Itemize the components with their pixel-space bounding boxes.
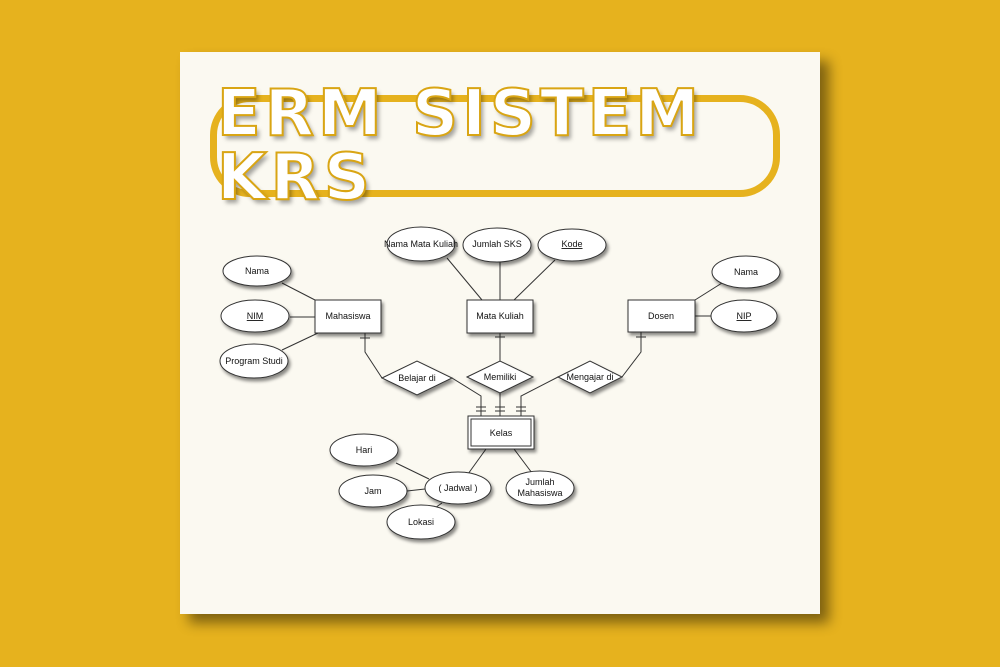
line-jadwal-jam bbox=[406, 488, 426, 492]
entity-kelas-label: Kelas bbox=[490, 428, 513, 438]
attribute-mk-kode-label: Kode bbox=[561, 239, 582, 249]
entity-dosen-label: Dosen bbox=[648, 311, 674, 321]
line-kelas-jumlah bbox=[513, 448, 533, 474]
entity-mahasiswa-label: Mahasiswa bbox=[325, 311, 370, 321]
line-jadwal-hari bbox=[395, 462, 430, 480]
line-belajar-kelas bbox=[451, 377, 482, 416]
relationship-mengajar-di-label: Mengajar di bbox=[566, 372, 613, 382]
attribute-mk-kode: Kode bbox=[537, 228, 607, 262]
entity-mata-kuliah-label: Mata Kuliah bbox=[476, 311, 524, 321]
attributes: Nama NIM Program Studi Nama Mata Kuliah … bbox=[219, 226, 781, 540]
attribute-kelas-jumlah-label-1: Jumlah bbox=[525, 477, 554, 487]
attribute-mhs-program-studi: Program Studi bbox=[219, 343, 289, 379]
attribute-jadwal-jam-label: Jam bbox=[364, 486, 381, 496]
attribute-mhs-nim-label: NIM bbox=[247, 311, 264, 321]
attribute-dosen-nip-label: NIP bbox=[736, 311, 751, 321]
line-kelas-jadwal bbox=[467, 448, 487, 475]
line-mhs-belajar bbox=[364, 333, 383, 379]
line-mk-nama bbox=[446, 257, 483, 301]
attribute-kelas-jumlah-label-2: Mahasiswa bbox=[517, 488, 562, 498]
attribute-mk-jumlah-sks-label: Jumlah SKS bbox=[472, 239, 522, 249]
attribute-jadwal-hari: Hari bbox=[329, 433, 399, 467]
attribute-mhs-nim: NIM bbox=[220, 299, 290, 333]
title-frame: ERM SISTEM KRS bbox=[210, 81, 780, 211]
page-title: ERM SISTEM KRS bbox=[216, 77, 704, 215]
attribute-jadwal-lokasi-label: Lokasi bbox=[408, 517, 434, 527]
attribute-mhs-program-studi-label: Program Studi bbox=[225, 356, 283, 366]
attribute-dosen-nama: Nama bbox=[711, 255, 781, 289]
relationship-mengajar-di: Mengajar di bbox=[556, 360, 624, 394]
attribute-mhs-nama-label: Nama bbox=[245, 266, 269, 276]
line-dosen-mengajar bbox=[621, 332, 642, 378]
line-dosen-nama bbox=[694, 282, 723, 301]
attribute-jadwal-hari-label: Hari bbox=[356, 445, 373, 455]
entity-kelas: Kelas bbox=[467, 415, 535, 450]
attribute-mk-nama: Nama Mata Kuliah bbox=[384, 226, 458, 262]
attribute-dosen-nama-label: Nama bbox=[734, 267, 758, 277]
relationship-memiliki-label: Memiliki bbox=[484, 372, 517, 382]
entity-mata-kuliah: Mata Kuliah bbox=[466, 299, 534, 334]
line-mk-kode bbox=[513, 259, 556, 301]
relationship-memiliki: Memiliki bbox=[465, 360, 535, 394]
attribute-mhs-nama: Nama bbox=[222, 255, 292, 287]
attribute-kelas-jumlah-mahasiswa: Jumlah Mahasiswa bbox=[505, 470, 575, 506]
line-mengajar-kelas bbox=[520, 376, 559, 416]
attribute-kelas-jadwal-label: ( Jadwal ) bbox=[438, 483, 477, 493]
connector-lines bbox=[281, 257, 723, 511]
line-mhs-nama bbox=[281, 282, 316, 301]
relationship-belajar-di: Belajar di bbox=[380, 360, 454, 396]
attribute-jadwal-jam: Jam bbox=[338, 474, 408, 508]
attribute-kelas-jadwal: ( Jadwal ) bbox=[424, 471, 492, 505]
line-mhs-prodi bbox=[281, 332, 319, 351]
attribute-dosen-nip: NIP bbox=[710, 299, 778, 333]
entity-mahasiswa: Mahasiswa bbox=[314, 299, 382, 334]
relationship-belajar-di-label: Belajar di bbox=[398, 373, 436, 383]
entity-dosen: Dosen bbox=[627, 299, 696, 333]
attribute-mk-jumlah-sks: Jumlah SKS bbox=[462, 227, 532, 263]
attribute-mk-nama-label: Nama Mata Kuliah bbox=[384, 239, 458, 249]
attribute-jadwal-lokasi: Lokasi bbox=[386, 504, 456, 540]
